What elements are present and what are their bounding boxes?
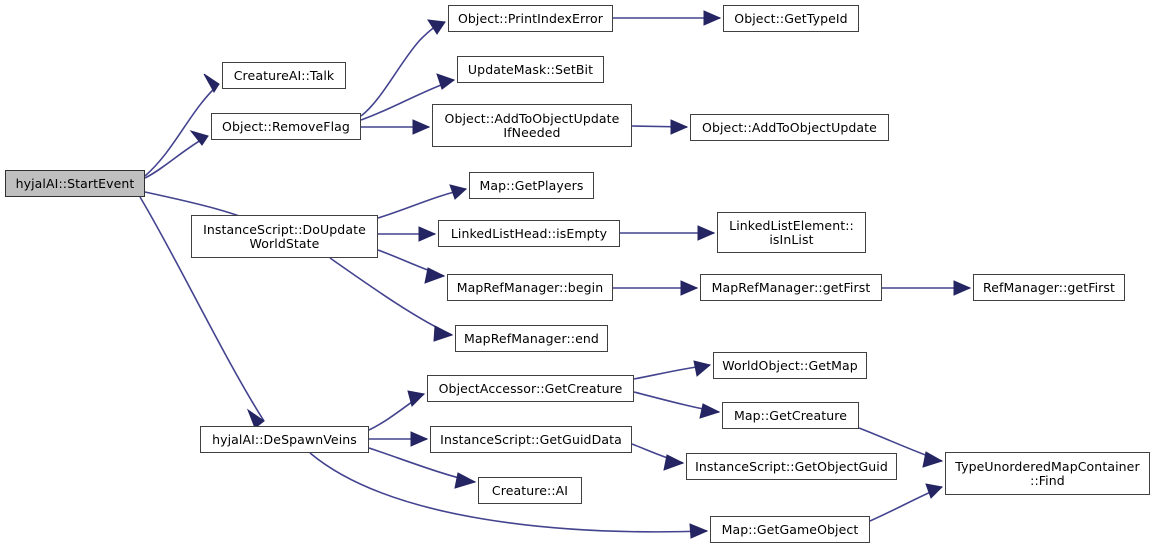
graph-node-n3[interactable]: Object::PrintIndexError xyxy=(448,5,613,32)
edge-n0-to-n2 xyxy=(144,135,209,179)
graph-node-n17[interactable]: ObjectAccessor::GetCreature xyxy=(427,375,634,402)
graph-node-n9[interactable]: Map::GetPlayers xyxy=(469,172,594,199)
arrowhead-icon xyxy=(433,325,454,342)
arrowhead-icon xyxy=(693,360,712,377)
graph-node-n21[interactable]: Map::GetCreature xyxy=(722,402,859,429)
graph-node-n10[interactable]: LinkedListHead::isEmpty xyxy=(438,220,620,247)
edge-n5-to-n7 xyxy=(631,125,688,128)
graph-node-n1[interactable]: CreatureAI::Talk xyxy=(222,62,346,89)
graph-node-n19[interactable]: Creature::AI xyxy=(478,477,582,504)
arrowhead-icon xyxy=(703,10,722,26)
arrowhead-icon xyxy=(689,523,709,539)
edge-n17-to-n21 xyxy=(633,391,720,413)
graph-node-n12[interactable]: MapRefManager::begin xyxy=(447,274,613,301)
arrowhead-icon xyxy=(412,119,431,135)
graph-node-n11[interactable]: LinkedListElement:: isInList xyxy=(717,212,866,253)
arrowhead-icon xyxy=(663,454,685,471)
arrowhead-icon xyxy=(454,472,477,489)
arrowhead-icon xyxy=(418,226,437,242)
graph-node-n14[interactable]: RefManager::getFirst xyxy=(973,274,1125,301)
arrowhead-icon xyxy=(922,451,944,468)
edge-n2-to-n3 xyxy=(360,21,446,117)
graph-node-n20[interactable]: WorldObject::GetMap xyxy=(713,352,867,379)
arrowhead-icon xyxy=(699,403,721,419)
edge-n8-to-n9 xyxy=(377,188,467,219)
graph-node-n5[interactable]: Object::AddToObjectUpdate IfNeeded xyxy=(432,104,632,147)
arrowhead-icon xyxy=(670,119,689,135)
edge-n0-to-n1 xyxy=(144,83,220,177)
arrowhead-icon xyxy=(424,267,446,284)
graph-node-n2[interactable]: Object::RemoveFlag xyxy=(211,113,361,140)
arrowhead-icon xyxy=(203,73,220,93)
graph-node-n13[interactable]: MapRefManager::getFirst xyxy=(700,274,882,301)
graph-node-n22[interactable]: InstanceScript::GetObjectGuid xyxy=(686,453,897,480)
graph-node-n23[interactable]: TypeUnorderedMapContainer ::Find xyxy=(945,452,1150,495)
arrowhead-icon xyxy=(189,130,209,146)
arrowhead-icon xyxy=(680,280,699,296)
graph-node-n0[interactable]: hyjalAI::StartEvent xyxy=(5,170,145,197)
arrowhead-icon xyxy=(407,390,426,407)
edge-n24-to-n23 xyxy=(869,486,943,522)
edge-n18-to-n22 xyxy=(631,443,684,464)
graph-node-n4[interactable]: UpdateMask::SetBit xyxy=(457,56,604,83)
edge-n17-to-n20 xyxy=(633,364,711,380)
graph-node-n15[interactable]: MapRefManager::end xyxy=(455,325,608,352)
arrowhead-icon xyxy=(697,225,716,241)
edge-n8-to-n15 xyxy=(329,257,453,336)
graph-node-n8[interactable]: InstanceScript::DoUpdate WorldState xyxy=(191,215,378,258)
graph-node-n16[interactable]: hyjalAI::DeSpawnVeins xyxy=(200,426,369,453)
edge-n16-to-n19 xyxy=(368,447,476,483)
graph-node-n6[interactable]: Object::GetTypeId xyxy=(723,5,859,32)
graph-node-n18[interactable]: InstanceScript::GetGuidData xyxy=(430,426,632,453)
arrowhead-icon xyxy=(925,483,944,499)
edge-n16-to-n17 xyxy=(368,393,425,431)
graph-node-n24[interactable]: Map::GetGameObject xyxy=(710,516,870,543)
arrowhead-icon xyxy=(436,73,456,90)
arrowhead-icon xyxy=(449,184,468,200)
edge-n8-to-n12 xyxy=(377,249,445,277)
graph-node-n7[interactable]: Object::AddToObjectUpdate xyxy=(690,114,889,141)
arrowhead-icon xyxy=(953,280,972,296)
arrowhead-icon xyxy=(410,431,429,447)
arrowhead-icon xyxy=(427,19,446,35)
